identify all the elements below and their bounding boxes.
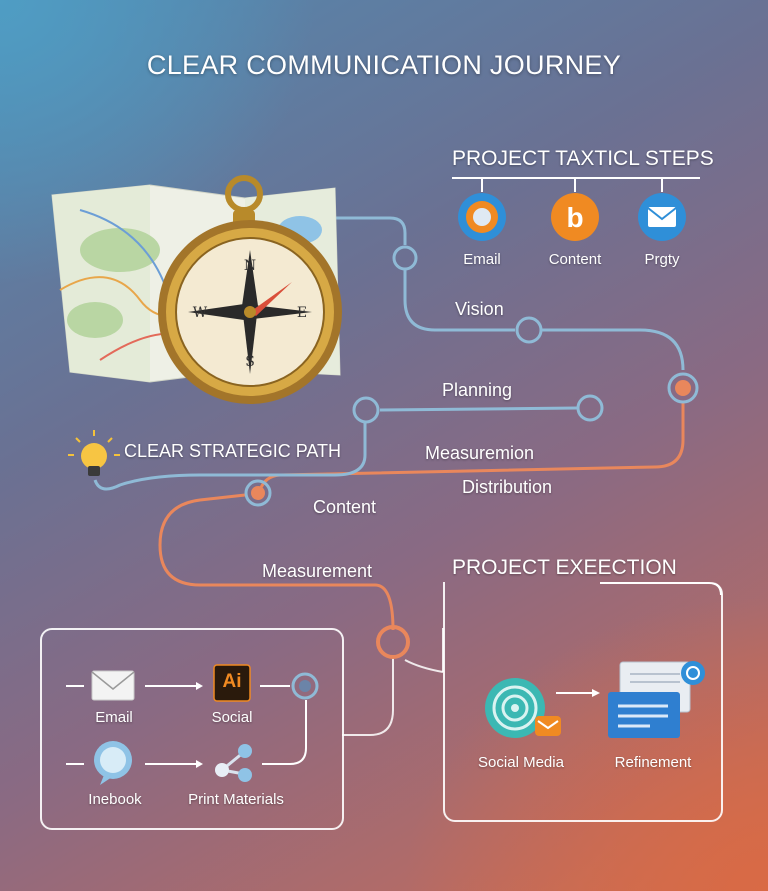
svg-text:E: E bbox=[297, 305, 307, 321]
path-segment-strategic bbox=[93, 422, 367, 491]
channel-label-print: Print Materials bbox=[188, 791, 284, 808]
mail-icon bbox=[638, 193, 686, 241]
tactical-item-label: Prgty bbox=[644, 251, 680, 268]
share-icon bbox=[215, 744, 252, 782]
connector-left-panel bbox=[342, 656, 394, 736]
illustrator-icon bbox=[213, 664, 251, 702]
execution-label-refinement: Refinement bbox=[614, 754, 692, 771]
svg-text:W: W bbox=[193, 305, 208, 321]
path-segment-planning bbox=[379, 406, 578, 412]
path-label-content: Content bbox=[313, 497, 377, 517]
path-node-core bbox=[251, 486, 265, 500]
path-node bbox=[667, 372, 699, 404]
path-segment-vision bbox=[403, 270, 515, 332]
path-label-measurement: Measurement bbox=[262, 561, 373, 581]
path-node-measurement bbox=[376, 625, 410, 659]
chat-bubble-icon bbox=[94, 741, 132, 785]
envelope-icon bbox=[91, 670, 135, 701]
channel-label-inebook: Inebook bbox=[88, 791, 142, 808]
path-label-measuremion: Measuremion bbox=[425, 443, 535, 463]
svg-text:N: N bbox=[244, 258, 256, 274]
path-node bbox=[576, 394, 604, 422]
connector-right-panel bbox=[404, 659, 444, 673]
channel-label-email: Email bbox=[95, 709, 133, 726]
page-title: CLEAR COMMUNICATION JOURNEY bbox=[146, 50, 622, 80]
svg-text:S: S bbox=[245, 354, 255, 370]
path-segment-map-vision bbox=[335, 216, 407, 245]
path-label-distribution: Distribution bbox=[462, 477, 553, 497]
path-segment-measurement bbox=[158, 493, 395, 631]
path-node bbox=[392, 245, 418, 271]
path-node-core bbox=[675, 380, 691, 396]
path-node bbox=[515, 316, 543, 344]
execution-label-social-media: Social Media bbox=[478, 754, 564, 771]
tactical-item-label: Email bbox=[463, 251, 501, 268]
path-label-planning: Planning bbox=[442, 380, 513, 400]
channel-label-social: Social bbox=[211, 709, 253, 726]
path-label-vision: Vision bbox=[455, 299, 504, 319]
svg-text:b: b bbox=[566, 202, 583, 233]
illustrator-icon-glyph: Ai bbox=[222, 671, 242, 692]
target-icon bbox=[458, 193, 506, 241]
compass-icon: N S W E bbox=[158, 175, 342, 404]
path-node bbox=[352, 396, 380, 424]
execution-heading: PROJECT EXEECTION bbox=[452, 556, 677, 579]
tactical-item-label: Content bbox=[548, 251, 602, 268]
strategic-path-label: CLEAR STRATEGIC PATH bbox=[124, 441, 342, 461]
channels-panel bbox=[40, 628, 344, 830]
social-media-icon bbox=[485, 678, 561, 738]
path-segment-vision-right bbox=[542, 328, 685, 371]
blogger-icon: b bbox=[551, 193, 599, 241]
path-node bbox=[244, 479, 272, 507]
tactical-steps-heading: PROJECT TAXTICL STEPS bbox=[452, 147, 714, 170]
path-node bbox=[291, 672, 319, 700]
execution-panel bbox=[443, 582, 723, 822]
documents-icon bbox=[608, 661, 705, 738]
